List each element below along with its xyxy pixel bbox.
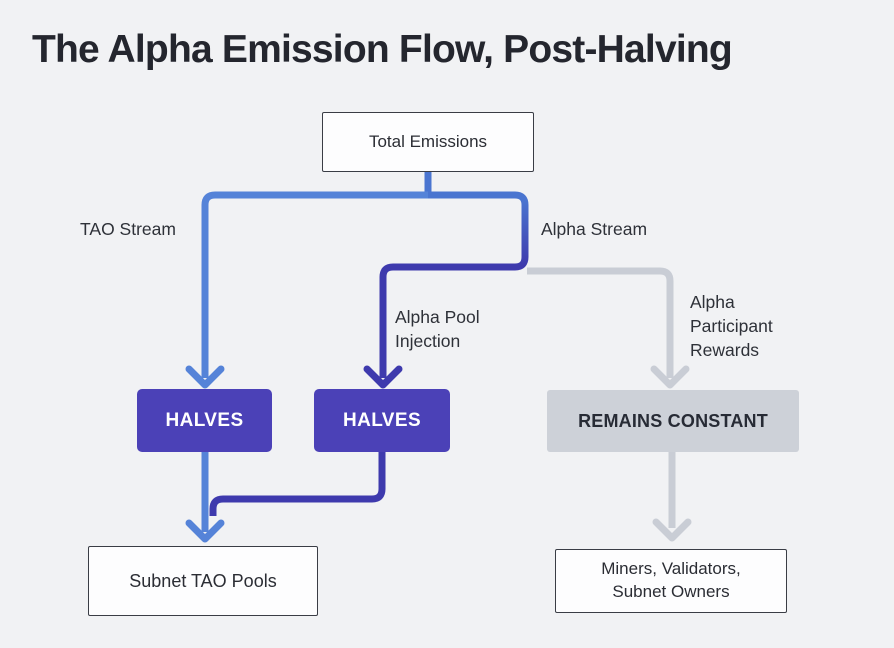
arrowhead-into-miners-icon: [652, 518, 692, 542]
edge-alpha-rewards: [527, 267, 674, 378]
arrowhead-into-halves-center-icon: [363, 365, 403, 389]
edge-alpha-pool-injection: [379, 191, 529, 378]
label-tao-stream: TAO Stream: [80, 219, 176, 239]
label-alpha-pool-injection: Alpha Pool Injection: [395, 307, 480, 352]
node-subnet-tao-pools: Subnet TAO Pools: [88, 546, 318, 616]
label-alpha-participant-rewards: Alpha Participant Rewards: [690, 292, 773, 361]
arrowhead-into-halves-left-icon: [185, 365, 225, 389]
node-remains-constant: REMAINS CONSTANT: [547, 390, 799, 452]
node-halves-alpha-pool: HALVES: [314, 389, 450, 452]
arrowhead-into-subnet-pools-icon: [185, 519, 225, 543]
arrowhead-into-remains-constant-icon: [650, 365, 690, 389]
edge-halves-center-to-merge: [209, 452, 386, 516]
node-halves-tao: HALVES: [137, 389, 272, 452]
node-total-emissions: Total Emissions: [322, 112, 534, 172]
edge-tao-stream: [201, 191, 428, 378]
page-title: The Alpha Emission Flow, Post-Halving: [32, 28, 733, 71]
node-miners-validators-owners: Miners, Validators, Subnet Owners: [555, 549, 787, 613]
label-alpha-stream: Alpha Stream: [541, 219, 648, 239]
